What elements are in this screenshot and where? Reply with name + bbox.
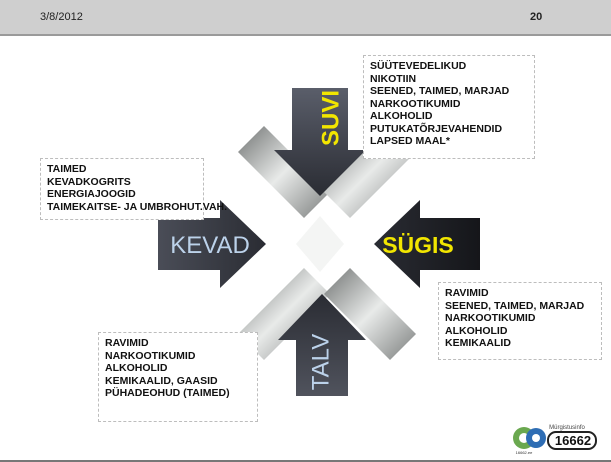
winter-item: NARKOOTIKUMID [105,349,196,362]
season-label-spring: KEVAD [170,232,250,259]
summer-item: ALKOHOLID [370,110,433,122]
summer-item: NARKOOTIKUMID [370,97,461,110]
spring-item: TAIMEKAITSE- JA UMBROHUT.VAH. [47,200,228,213]
summer-hazards-box: SÜÜTEVEDELIKUD NIKOTIIN SEENED, TAIMED, … [363,55,535,159]
summer-item: PUTUKATÕRJEVAHENDID [370,122,503,135]
autumn-hazards-box: RAVIMID SEENED, TAIMED, MARJAD NARKOOTIK… [438,282,602,360]
spring-item: KEVADKOGRITS [47,175,131,188]
spring-item: TAIMED [47,163,87,175]
season-label-autumn: SÜGIS [382,232,454,258]
spring-arrow [158,200,266,288]
summer-arrow [274,88,366,196]
autumn-item: KEMIKAALID [445,337,511,349]
x-arm-sw [238,268,330,360]
winter-arrow [278,294,366,396]
poison-info-logo-graphic: Mürgistusinfo 16662 16662.ee [513,425,597,455]
autumn-item: NARKOOTIKUMID [445,312,536,324]
header-divider [0,34,611,36]
logo-brand: Mürgistusinfo [549,425,585,431]
summer-item: SEENED, TAIMED, MARJAD [370,85,510,97]
winter-item: KEMIKAALID, GAASID [105,374,218,387]
spring-item: ENERGIAJOOGID [47,188,136,200]
autumn-item: SEENED, TAIMED, MARJAD [445,299,585,312]
logo-number: 16662 [555,433,591,448]
autumn-arrow [374,200,480,288]
winter-hazards-box: RAVIMID NARKOOTIKUMID ALKOHOLID KEMIKAAL… [98,332,258,422]
season-label-summer: SUVI [317,90,344,146]
logo-url: 16662.ee [516,450,533,455]
summer-item: SÜÜTEVEDELIKUD [370,60,467,72]
header-bar: 3/8/2012 20 [0,0,611,34]
autumn-item: RAVIMID [445,287,489,299]
x-arm-se [324,268,416,360]
autumn-item: ALKOHOLID [445,324,508,337]
summer-item: NIKOTIIN [370,72,417,85]
winter-item: RAVIMID [105,337,149,349]
poison-info-logo: Mürgistusinfo 16662 16662.ee [512,420,598,456]
winter-item: PÜHADEOHUD (TAIMED) [105,387,230,399]
winter-item: ALKOHOLID [105,362,168,374]
x-center [296,216,344,272]
footer-divider [0,460,611,462]
season-label-winter: TALV [307,334,334,390]
slide-date: 3/8/2012 [40,11,83,23]
page-number: 20 [530,11,543,23]
summer-item: LAPSED MAAL* [370,135,450,147]
spring-hazards-box: TAIMED KEVADKOGRITS ENERGIAJOOGID TAIMEK… [40,158,228,220]
x-arm-nw [238,126,330,218]
